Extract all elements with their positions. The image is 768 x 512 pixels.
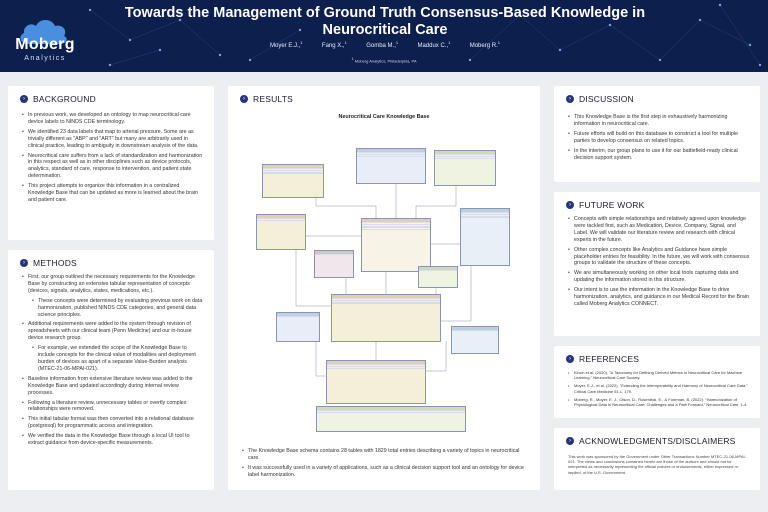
section-title: FUTURE WORK: [579, 200, 645, 210]
reference-item: Kirum et al. (2020). "A Taxonomy for Def…: [568, 370, 750, 380]
list-item: Our intent is to use the information in …: [568, 287, 750, 308]
author: Maddux C.,1: [417, 40, 451, 49]
section-title: METHODS: [33, 258, 77, 268]
author: Moberg R.1: [469, 40, 500, 49]
network-background-graphic: [88, 3, 762, 67]
list-item: It was successfully used in a variety of…: [242, 465, 526, 479]
chevron-right-icon: ›: [20, 259, 28, 267]
references-section: › REFERENCES Kirum et al. (2020). "A Tax…: [554, 346, 760, 418]
poster-title: Towards the Management of Ground Truth C…: [124, 5, 646, 38]
logo-subtitle: Analytics: [24, 55, 66, 62]
schema-table: [314, 250, 354, 278]
list-subitem: These concepts were determined by evalua…: [32, 298, 204, 319]
cloud-icon: [20, 20, 67, 44]
chevron-right-icon: ›: [20, 95, 28, 103]
list-item: Neurocritical care suffers from a lack o…: [22, 153, 204, 181]
schema-diagram: [256, 126, 512, 436]
list-item: First, our group outlined the necessary …: [22, 274, 204, 295]
schema-table: [316, 406, 466, 432]
author: Fang X.,1: [321, 40, 347, 49]
acknowledgment-text: This work was sponsored by the Governmen…: [568, 454, 746, 475]
section-title: DISCUSSION: [579, 94, 634, 104]
schema-table: [451, 326, 499, 354]
author: Gomba M.,1: [366, 40, 399, 49]
diagram-title: Neurocritical Care Knowledge Base: [338, 114, 430, 120]
list-item: In the interim, our group plans to use i…: [568, 148, 750, 162]
section-title: RESULTS: [253, 94, 293, 104]
section-title: ACKNOWLEDGMENTS/DISCLAIMERS: [579, 436, 736, 446]
list-item: We are simultaneously working on other l…: [568, 270, 750, 284]
schema-table: [361, 218, 431, 272]
reference-item: Moyer, E.J., et al. (2022). "Extending t…: [568, 383, 750, 393]
schema-table: [262, 164, 324, 198]
acknowledgments-section: › ACKNOWLEDGMENTS/DISCLAIMERS This work …: [554, 428, 760, 490]
future-work-section: › FUTURE WORK Concepts with simple relat…: [554, 192, 760, 336]
list-item: This project attempts to organize this i…: [22, 183, 204, 204]
poster-header: Moberg Analytics Towards the Management …: [0, 0, 768, 72]
list-item: Other complex concepts like Analytics an…: [568, 247, 750, 268]
schema-table: [356, 148, 426, 184]
list-item: In previous work, we developed an ontolo…: [22, 112, 204, 126]
logo-name: Moberg: [15, 36, 75, 53]
author: Moyer E.J.,1: [270, 40, 303, 49]
background-section: › BACKGROUND In previous work, we develo…: [8, 86, 214, 240]
author-list: Moyer E.J.,1 Fang X.,1 Gomba M.,1 Maddux…: [270, 40, 500, 49]
affiliation: 1 Moberg Analytics, Philadelphia, PA: [351, 56, 417, 64]
chevron-right-icon: ›: [566, 95, 574, 103]
list-item: Future efforts will build on this databa…: [568, 131, 750, 145]
results-section: › RESULTS Neurocritical Care Knowledge B…: [228, 86, 540, 490]
chevron-right-icon: ›: [240, 95, 248, 103]
schema-table: [256, 214, 306, 250]
list-item: We verified the data in the Knowledge Ba…: [22, 433, 204, 447]
list-item: This Knowledge Base is the first step in…: [568, 114, 750, 128]
section-title: BACKGROUND: [33, 94, 96, 104]
list-item: Additional requirements were added to th…: [22, 321, 204, 342]
schema-table: [331, 294, 441, 342]
list-item: The Knowledge Base schema contains 28 ta…: [242, 448, 526, 462]
schema-table: [326, 360, 426, 404]
list-item: Baseline information from extensive lite…: [22, 376, 204, 397]
list-item: This initial tabular format was then con…: [22, 416, 204, 430]
schema-table: [418, 266, 458, 288]
reference-item: Moberg, R., Moyer, E. J., Olson, D., Ros…: [568, 397, 750, 407]
moberg-logo: Moberg Analytics: [12, 16, 78, 66]
section-title: REFERENCES: [579, 354, 640, 364]
list-item: We identified 23 data labels that map to…: [22, 129, 204, 150]
discussion-section: › DISCUSSION This Knowledge Base is the …: [554, 86, 760, 182]
chevron-right-icon: ›: [566, 355, 574, 363]
chevron-right-icon: ›: [566, 201, 574, 209]
list-item: Concepts with simple relationships and r…: [568, 216, 750, 244]
list-item: Following a literature review, unnecessa…: [22, 400, 204, 414]
schema-table: [460, 208, 510, 266]
list-subitem: For example, we extended the scope of th…: [32, 345, 204, 373]
schema-table: [434, 150, 496, 186]
methods-section: › METHODS First, our group outlined the …: [8, 250, 214, 490]
schema-table: [276, 312, 320, 342]
chevron-right-icon: ›: [566, 437, 574, 445]
